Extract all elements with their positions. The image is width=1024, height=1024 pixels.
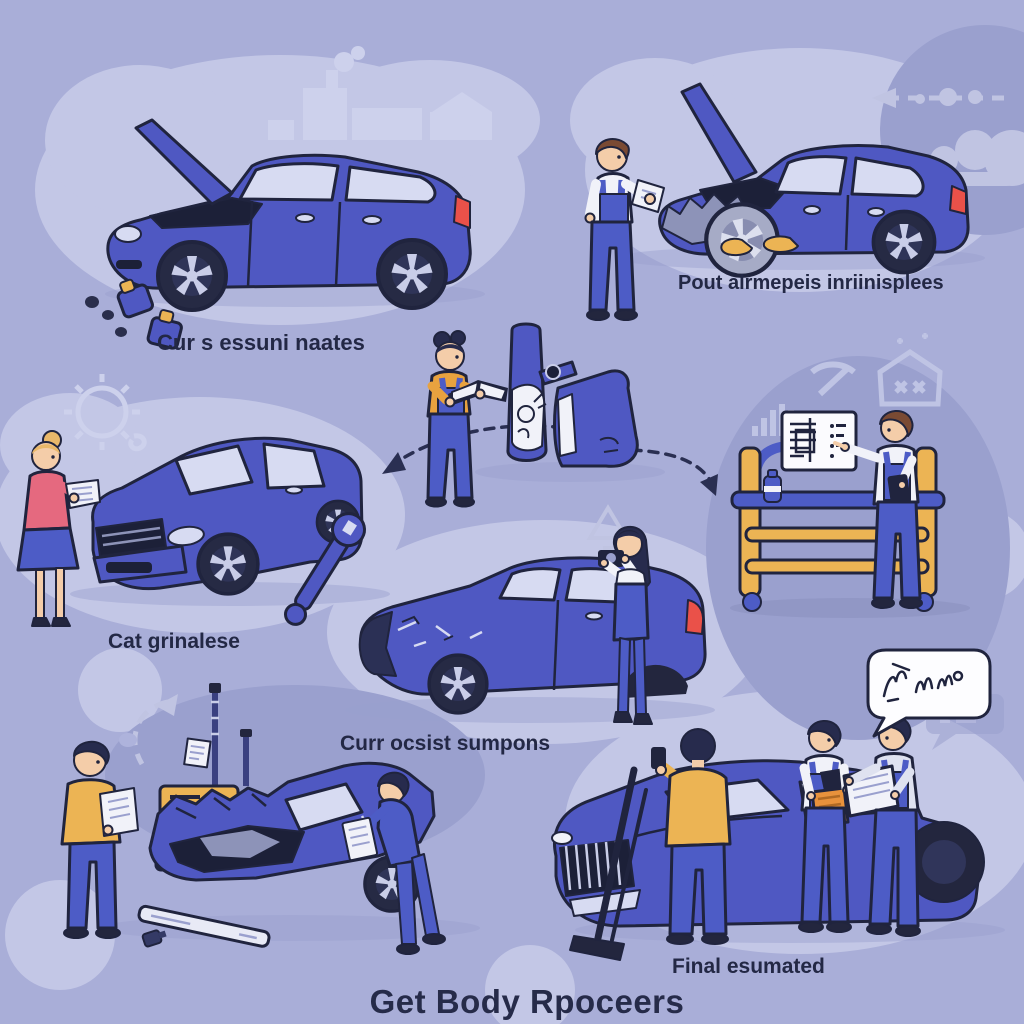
- caption-step1: Cur s essuni naates: [157, 330, 365, 355]
- gear-doodle-silhouette: [64, 374, 147, 452]
- house-silhouette: [877, 333, 943, 407]
- estimate-whiteboard: [780, 410, 858, 472]
- mechanic-sheet-figure: [842, 716, 921, 937]
- crumpled-bumper: [358, 611, 397, 677]
- caption-step4: Curr ocsist sumpons: [340, 732, 551, 755]
- signature-scribble: [882, 662, 964, 703]
- factory-silhouette: [268, 46, 492, 140]
- scene-mechanic-damaged-car: [584, 82, 985, 321]
- fallen-panel: [137, 904, 271, 948]
- scene-inspector-machine: [425, 322, 665, 508]
- scene-hood-open-car: [85, 118, 485, 350]
- checklist: [341, 816, 379, 862]
- page-title: Get Body Rpoceers: [369, 983, 685, 1020]
- paper: [99, 787, 139, 837]
- scene-workshop: [60, 683, 480, 955]
- customer-man-figure: [60, 741, 139, 939]
- pickaxe-silhouette: [810, 361, 856, 397]
- taillight: [685, 599, 705, 635]
- scene-photo-damaged-car: [345, 525, 715, 725]
- taillight: [453, 195, 471, 229]
- bottle: [763, 469, 782, 503]
- caption-step3: Cat grinalese: [108, 630, 240, 653]
- mechanic-bag-figure: [798, 720, 852, 933]
- scratches: [397, 620, 483, 648]
- wrench-tool: [284, 512, 366, 626]
- mechanic-figure: [584, 138, 665, 321]
- long-tool: [569, 766, 648, 961]
- mechanic-pointing-figure: [833, 410, 923, 609]
- open-hood: [680, 82, 758, 184]
- arrowhead-left: [382, 452, 406, 474]
- scene-customer-car: [16, 430, 390, 627]
- mechanic-leaning-figure: [341, 771, 446, 955]
- customer-woman-figure: [16, 430, 101, 627]
- taillight: [949, 185, 967, 215]
- circular-arrow-silhouette: [119, 694, 178, 766]
- speech-bubble: [866, 648, 992, 738]
- debris: [762, 235, 799, 253]
- adjuster-figure: [598, 525, 653, 725]
- spray-bottle: [141, 929, 167, 948]
- debris: [720, 237, 753, 256]
- open-hood: [134, 118, 234, 206]
- scene-final-estimate: [551, 648, 1005, 961]
- inspector-figure: [425, 330, 508, 508]
- spare-parts: [85, 278, 183, 350]
- car-hatchback-hood-open: [106, 118, 472, 312]
- press-machine: [506, 322, 639, 468]
- scene-estimate-board: [730, 410, 970, 618]
- caption-step5: Final esumated: [672, 955, 825, 978]
- caption-step2: Pout alrmepeis inriinisplees: [678, 272, 944, 294]
- customer-back-figure: [651, 728, 732, 945]
- arrowhead-right: [700, 474, 718, 496]
- customer-car: [91, 436, 364, 596]
- damaged-sedan: [658, 82, 970, 282]
